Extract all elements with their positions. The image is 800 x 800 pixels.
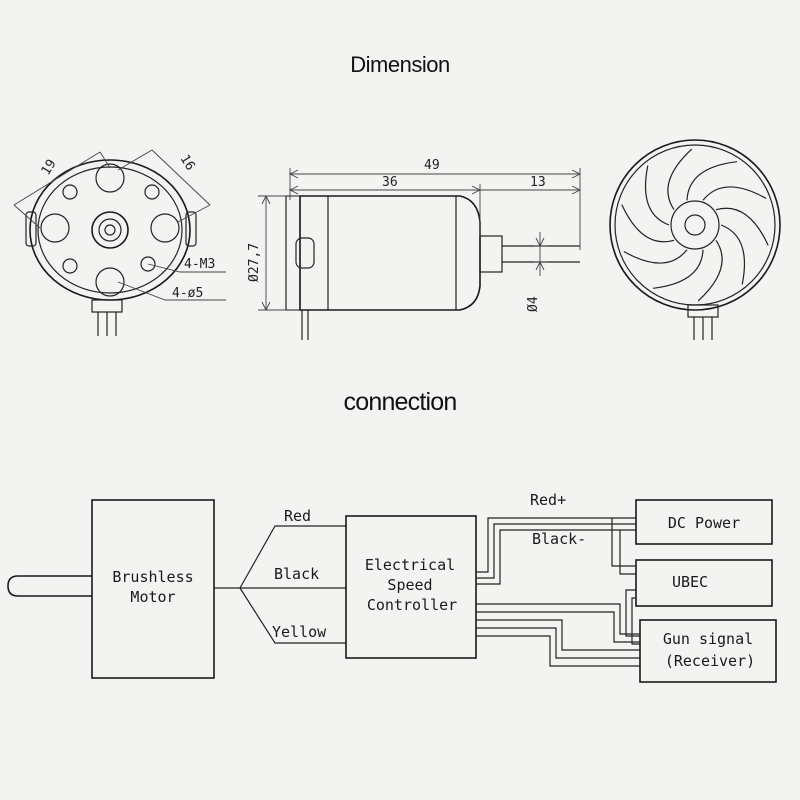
dim-body-diameter: Ø27,7 bbox=[247, 243, 262, 282]
dim-total-length: 49 bbox=[424, 158, 440, 173]
wire-label-red: Red bbox=[284, 507, 311, 525]
wire-label-black: Black bbox=[274, 565, 319, 583]
esc-label-line1: Electrical bbox=[365, 556, 455, 574]
fan-blade bbox=[715, 207, 769, 246]
dimension-heading: Dimension bbox=[350, 52, 450, 77]
ubec-label: UBEC bbox=[672, 573, 708, 591]
fan-blade bbox=[667, 148, 693, 211]
connection-drawing bbox=[7, 499, 777, 683]
esc-label-line2: Speed bbox=[387, 576, 432, 594]
dim-body-length: 36 bbox=[382, 175, 398, 190]
wire-label-yellow: Yellow bbox=[272, 623, 327, 641]
front-view-drawing bbox=[13, 149, 226, 336]
fan-blade bbox=[623, 249, 688, 264]
connection-heading: connection bbox=[343, 388, 458, 416]
wire-label-black-minus: Black- bbox=[532, 530, 586, 548]
rear-view-drawing bbox=[609, 139, 781, 340]
side-view-drawing bbox=[258, 168, 582, 340]
motor-label-line1: Brushless bbox=[112, 568, 193, 586]
dim-shaft-diameter: Ø4 bbox=[526, 296, 541, 312]
fan-blade bbox=[644, 165, 670, 226]
dim-shaft-length: 13 bbox=[530, 175, 546, 190]
esc-label-line3: Controller bbox=[367, 596, 457, 614]
receiver-box bbox=[639, 619, 777, 683]
fan-blade bbox=[720, 224, 746, 285]
motor-box bbox=[91, 499, 215, 679]
front-dim-right: 16 bbox=[177, 152, 198, 173]
receiver-label-line2: (Receiver) bbox=[665, 652, 755, 670]
fan-blade bbox=[697, 239, 723, 302]
fan-blade bbox=[621, 204, 675, 243]
receiver-label-line1: Gun signal bbox=[663, 630, 753, 648]
dc-power-label: DC Power bbox=[668, 514, 740, 532]
callout-holes: 4-ø5 bbox=[172, 286, 203, 301]
esc-box bbox=[345, 515, 477, 659]
ubec-box bbox=[635, 559, 773, 607]
callout-mount: 4-M3 bbox=[184, 257, 215, 272]
fan-blade bbox=[702, 186, 767, 201]
wire-label-red-plus: Red+ bbox=[530, 491, 566, 509]
fan-blades bbox=[621, 148, 769, 302]
motor-label-line2: Motor bbox=[130, 588, 175, 606]
front-dim-left: 19 bbox=[39, 157, 60, 178]
fan-blade bbox=[652, 249, 704, 289]
fan-blade bbox=[686, 161, 738, 201]
dc-power-box bbox=[635, 499, 773, 545]
